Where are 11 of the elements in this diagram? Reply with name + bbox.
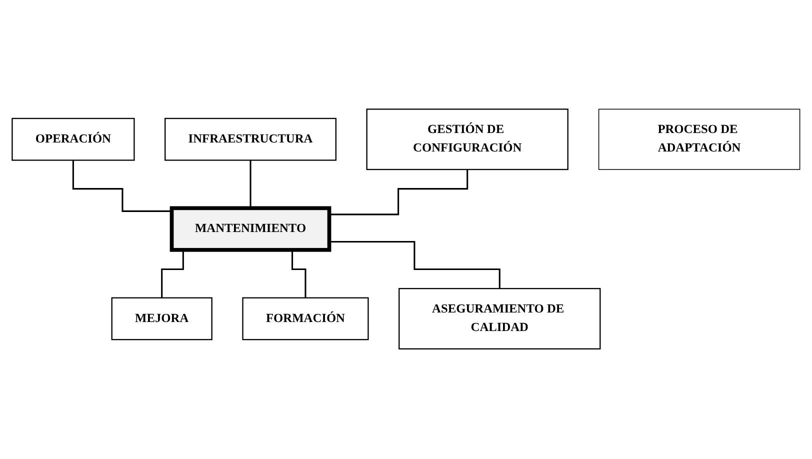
connector bbox=[329, 169, 468, 216]
connector bbox=[72, 160, 172, 212]
node-box: PROCESO DE ADAPTACIÓN bbox=[598, 109, 800, 170]
node-box: OPERACIÓN bbox=[12, 118, 135, 162]
node-box: GESTIÓN DE CONFIGURACIÓN bbox=[366, 109, 568, 171]
node-box: MEJORA bbox=[111, 298, 212, 341]
node-box: MANTENIMIENTO bbox=[170, 206, 332, 252]
node-box: INFRAESTRUCTURA bbox=[164, 118, 336, 162]
node-box: ASEGURAMIENTO DE CALIDAD bbox=[398, 288, 601, 350]
connector bbox=[329, 241, 500, 290]
node-box: FORMACIÓN bbox=[242, 298, 369, 341]
